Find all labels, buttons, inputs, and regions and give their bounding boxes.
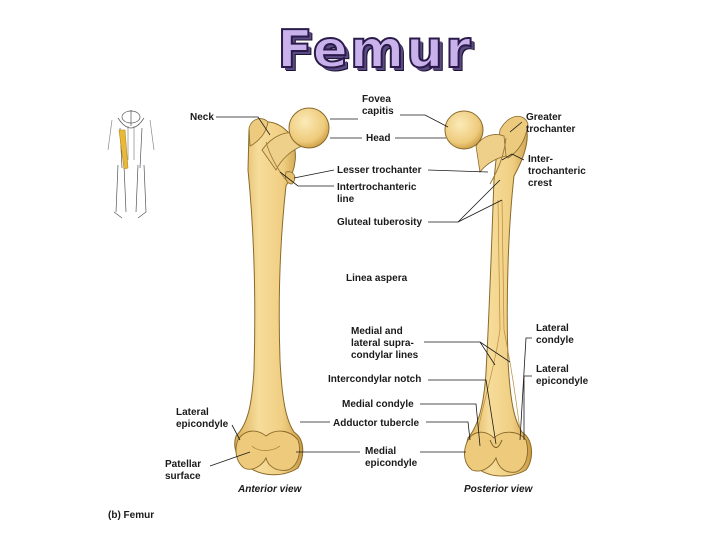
label-lateral-condyle-line2: condyle (536, 335, 574, 346)
label-intercondylar-notch: Intercondylar notch (328, 374, 421, 385)
posterior-femur (445, 111, 532, 476)
label-medial-condyle: Medial condyle (342, 399, 414, 410)
label-lateral-epicondyle-left-line2: epicondyle (176, 419, 229, 430)
label-intertrochanteric-line-line2: line (337, 194, 355, 205)
label-linea-aspera: Linea aspera (346, 273, 408, 284)
anterior-femur (235, 108, 329, 475)
label-fovea-capitis-line1: Fovea (362, 94, 391, 105)
label-intertrochanteric-crest-line1: Inter- (528, 154, 553, 165)
highlighted-femur-thumbnail (119, 130, 128, 169)
label-patellar-surface-line1: Patellar (165, 459, 201, 470)
label-lateral-epicondyle-right-line2: epicondyle (536, 376, 589, 387)
label-head: Head (366, 133, 390, 144)
label-neck: Neck (190, 112, 214, 123)
label-lateral-epicondyle-left-line1: Lateral (176, 407, 209, 418)
figure-caption: (b) Femur (108, 510, 154, 521)
label-greater-trochanter-line1: Greater (526, 112, 562, 123)
label-greater-trochanter-line2: trochanter (526, 124, 576, 135)
label-supracondylar-line2: lateral supra- (351, 338, 414, 349)
label-medial-epicondyle-line2: epicondyle (365, 458, 418, 469)
label-fovea-capitis-line2: capitis (362, 106, 394, 117)
label-gluteal-tuberosity: Gluteal tuberosity (337, 217, 422, 228)
label-supracondylar-line3: condylar lines (351, 350, 419, 361)
label-intertrochanteric-line-line1: Intertrochanteric (337, 182, 417, 193)
label-patellar-surface-line2: surface (165, 471, 201, 482)
label-intertrochanteric-crest-line2: trochanteric (528, 166, 586, 177)
posterior-view-label: Posterior view (464, 484, 534, 495)
label-supracondylar-line1: Medial and (351, 326, 403, 337)
label-medial-epicondyle-line1: Medial (365, 446, 396, 457)
label-lesser-trochanter: Lesser trochanter (337, 165, 422, 176)
label-lateral-condyle-line1: Lateral (536, 323, 569, 334)
label-intertrochanteric-crest-line3: crest (528, 178, 553, 189)
label-lateral-epicondyle-right-line1: Lateral (536, 364, 569, 375)
anterior-view-label: Anterior view (237, 484, 303, 495)
skeleton-thumbnail (108, 110, 154, 218)
label-adductor-tubercle: Adductor tubercle (333, 418, 420, 429)
